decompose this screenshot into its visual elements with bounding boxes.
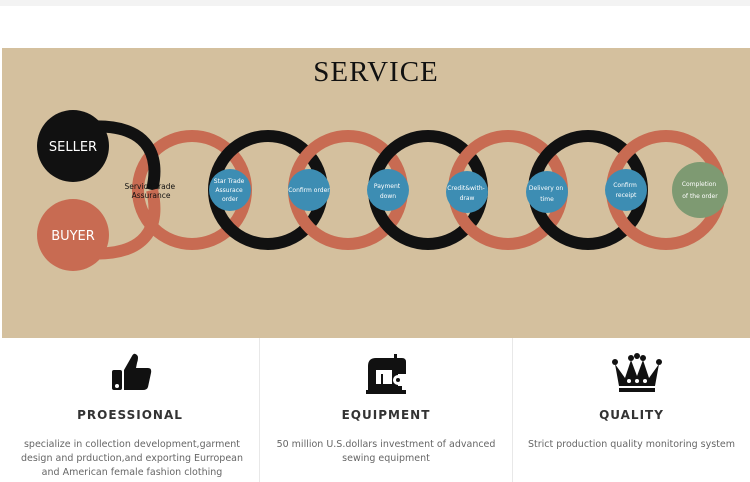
svg-text:Star Trade Assurace: Star Trade Assurace order <box>214 178 247 203</box>
step-node: Payment down <box>367 169 409 211</box>
svg-text:Credit&with- draw: Credit&with- draw <box>447 185 487 202</box>
step-node: Credit&with- draw <box>446 171 488 213</box>
buyer-label: BUYER <box>51 229 95 244</box>
step-node-final: Completion of the order <box>672 162 728 218</box>
buyer-circle <box>37 199 109 271</box>
top-strip <box>0 0 750 6</box>
feature-title: PROESSIONAL <box>77 408 183 422</box>
feature-description: specialize in collection development,gar… <box>20 439 244 478</box>
feature-title: EQUIPMENT <box>341 408 431 422</box>
step-node: Confirm receipt <box>605 169 647 211</box>
svg-text:Completion of the orde: Completion of the order <box>682 181 718 200</box>
service-section: SELLER BUYER Service Trade Assurance Sta… <box>2 48 750 338</box>
features-section: PROESSIONAL specialize in collection dev… <box>0 338 750 482</box>
feature-equipment: EQUIPMENT 50 million U.S.dollars investm… <box>260 338 512 482</box>
svg-text:Confirm order: Confirm order <box>288 187 330 194</box>
feature-description: Strict production quality monitoring sys… <box>527 439 736 450</box>
seller-circle <box>37 110 109 182</box>
step-node: Star Trade Assurace order <box>209 169 251 211</box>
feature-quality: QUALITY Strict production quality monito… <box>513 338 750 482</box>
service-title: SERVICE <box>313 56 439 88</box>
feature-title: QUALITY <box>599 408 664 422</box>
svg-text:Confirm receipt: Confirm receipt <box>613 182 639 199</box>
step-node: Delivery on time <box>526 171 568 213</box>
crown-icon <box>611 352 663 399</box>
feature-description: 50 million U.S.dollars investment of adv… <box>276 439 496 464</box>
service-chain-diagram: SELLER BUYER Service Trade Assurance Sta… <box>37 110 728 271</box>
thumbs-up-icon <box>110 352 154 397</box>
svg-text:Payment down: Payment down <box>374 183 402 200</box>
sewing-machine-icon <box>364 352 408 401</box>
svg-text:Delivery on time: Delivery on time <box>529 185 565 203</box>
feature-divider <box>512 338 513 482</box>
feature-divider <box>259 338 260 482</box>
seller-label: SELLER <box>49 140 97 155</box>
feature-professional: PROESSIONAL specialize in collection dev… <box>0 338 260 482</box>
trade-assurance-label: Service Trade Assurance <box>124 182 177 200</box>
step-node: Confirm order <box>288 169 330 211</box>
